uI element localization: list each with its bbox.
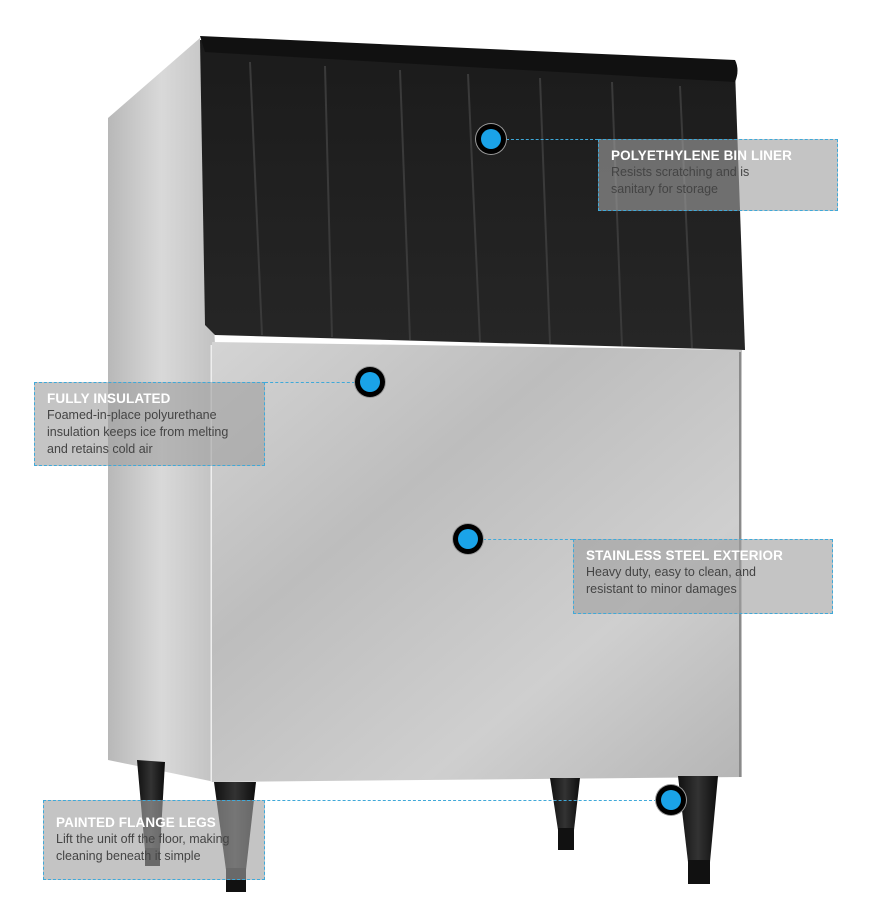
legs-title: PAINTED FLANGE LEGS [56, 815, 216, 830]
stainless-title: STAINLESS STEEL EXTERIOR [586, 548, 783, 563]
bin-liner-callout: POLYETHYLENE BIN LINER Resists scratchin… [598, 139, 838, 211]
legs-hotspot[interactable] [656, 785, 686, 815]
bin-liner-hotspot[interactable] [476, 124, 506, 154]
stainless-callout: STAINLESS STEEL EXTERIOR Heavy duty, eas… [573, 539, 833, 614]
bin-liner [200, 36, 745, 350]
insulated-callout: FULLY INSULATED Foamed-in-place polyuret… [34, 382, 265, 466]
legs-callout: PAINTED FLANGE LEGS Lift the unit off th… [43, 800, 265, 880]
legs-leader-line [207, 800, 657, 801]
stainless-hotspot[interactable] [453, 524, 483, 554]
bin-liner-leader-line [506, 139, 598, 140]
bin-liner-description: Resists scratching and is sanitary for s… [611, 165, 750, 196]
bin-liner-title: POLYETHYLENE BIN LINER [611, 148, 792, 163]
stainless-leader-line [483, 539, 573, 540]
insulated-description: Foamed-in-place polyurethane insulation … [47, 408, 229, 456]
insulated-leader-line [265, 382, 355, 383]
insulated-title: FULLY INSULATED [47, 391, 171, 406]
legs-description: Lift the unit off the floor, making clea… [56, 832, 230, 863]
stainless-description: Heavy duty, easy to clean, and resistant… [586, 565, 757, 596]
insulated-hotspot[interactable] [355, 367, 385, 397]
